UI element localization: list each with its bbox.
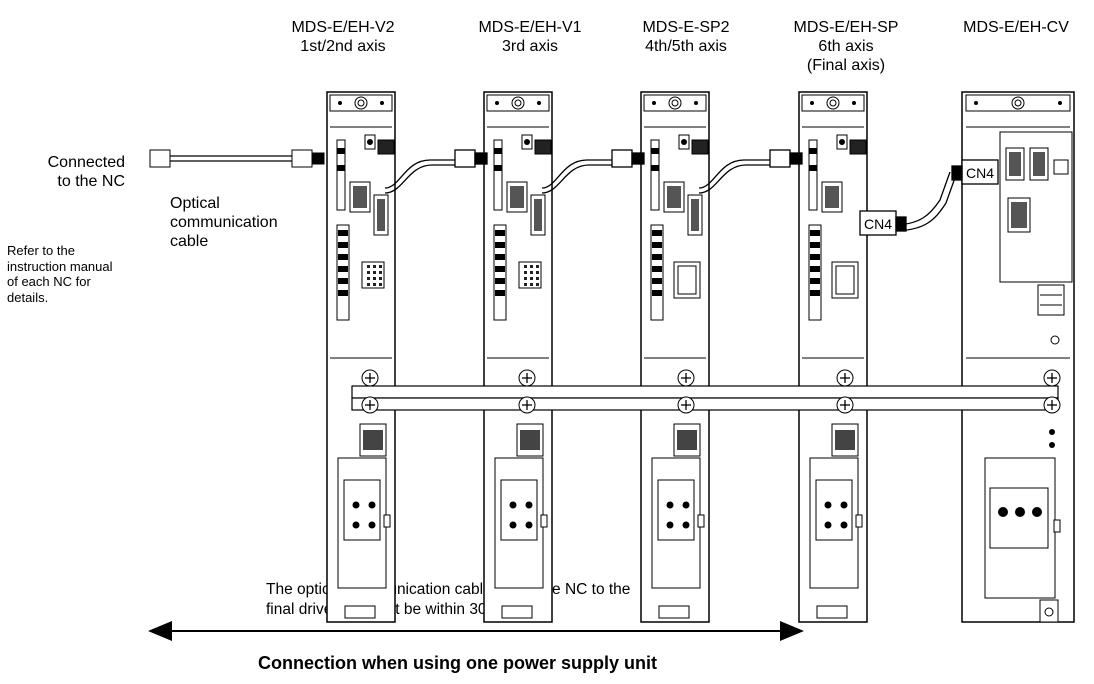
drive-unit-sp — [799, 92, 867, 622]
optical-cable-unit3-to-unit4 — [699, 150, 802, 193]
cn4-label-cv: CN4 — [966, 165, 994, 181]
drive-unit-v1 — [484, 92, 552, 622]
optical-cable-unit2-to-unit3 — [542, 150, 644, 193]
drive-unit-v2 — [327, 92, 395, 622]
optical-cable-unit1-to-unit2 — [385, 150, 487, 193]
cn4-label-sp: CN4 — [864, 216, 892, 232]
optical-cable-to-nc — [150, 150, 324, 167]
drive-unit-sp2 — [641, 92, 709, 622]
